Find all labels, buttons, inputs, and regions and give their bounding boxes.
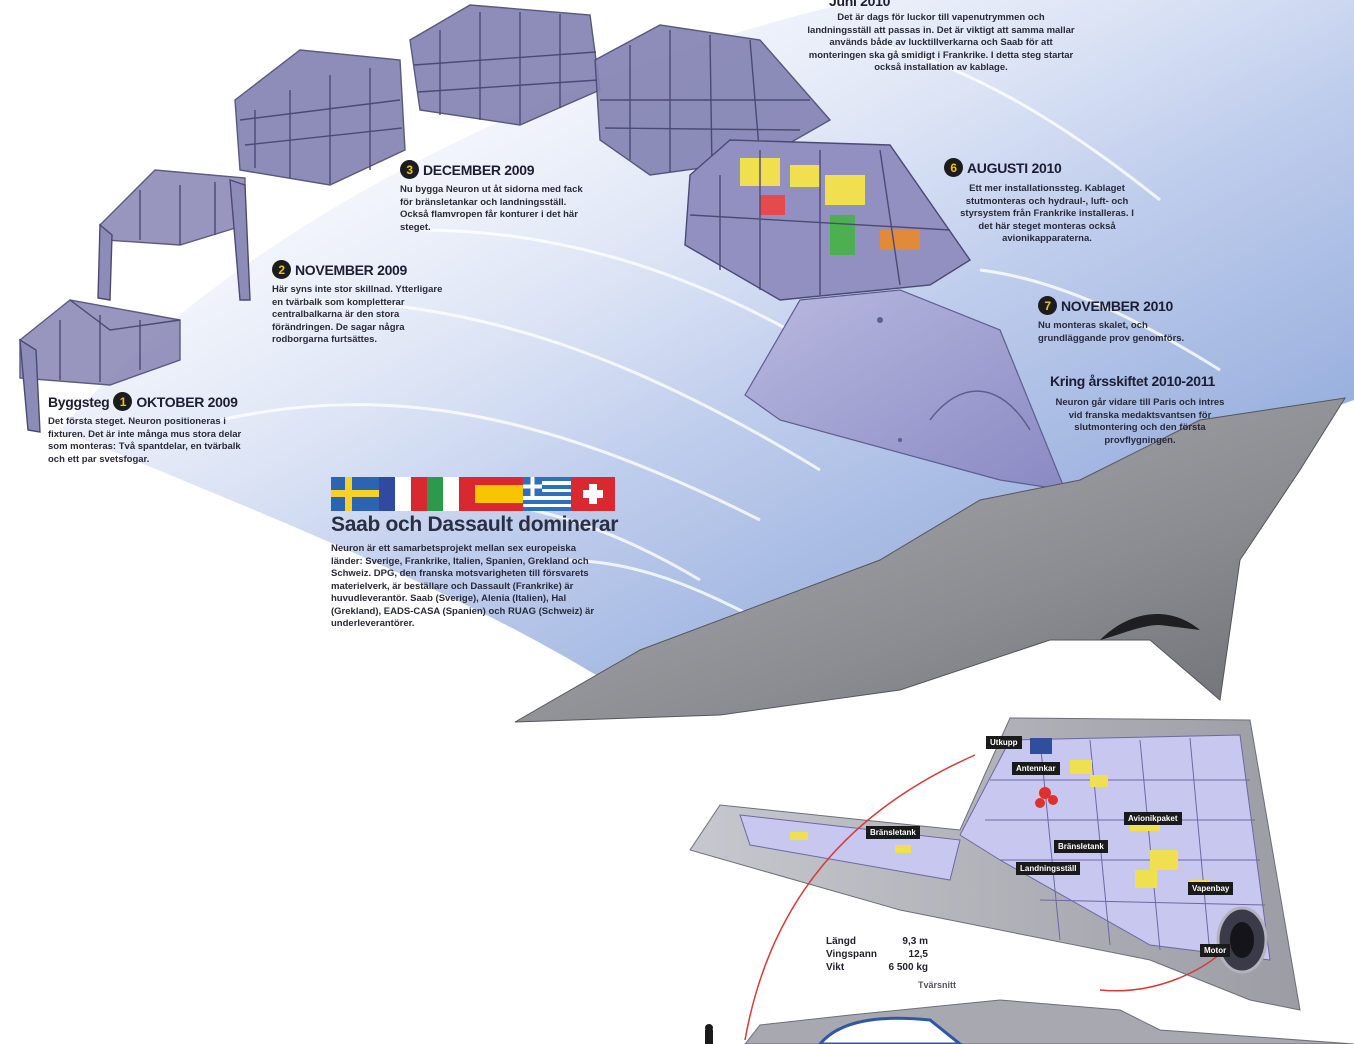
spec-row-wingspan: Vingspann 12,5 bbox=[826, 948, 928, 961]
step-5-date: Juni 2010 bbox=[829, 0, 891, 9]
step-1-date: OKTOBER 2009 bbox=[136, 393, 238, 410]
section-caption: Tvärsnitt bbox=[918, 980, 957, 990]
cutaway-label-2: Antennkar bbox=[1012, 762, 1060, 775]
cutaway-label-1: Utkupp bbox=[986, 736, 1022, 749]
step-2-date: NOVEMBER 2009 bbox=[295, 261, 408, 278]
cutaway-label-6: Bränsletank bbox=[1054, 840, 1108, 853]
step-5-body: Det är dags för luckor till vapenutrymme… bbox=[807, 12, 1075, 73]
step-1-number: 1 bbox=[113, 392, 133, 411]
spec-wingspan-label: Vingspann bbox=[826, 949, 877, 960]
step-1-title: Byggsteg 1 OKTOBER 2009 bbox=[48, 392, 238, 411]
step-2-number: 2 bbox=[272, 260, 291, 279]
step-7-number: 7 bbox=[1038, 296, 1057, 315]
step-1-body: Det första steget. Neuron positioneras i… bbox=[48, 416, 242, 465]
spec-row-weight: Vikt 6 500 kg bbox=[826, 961, 928, 974]
flag-greece bbox=[523, 477, 571, 511]
step-7-body: Nu monteras skalet, och grundläggande pr… bbox=[1038, 320, 1185, 344]
step-6-date: AUGUSTI 2010 bbox=[967, 159, 1062, 176]
spec-weight-value: 6 500 kg bbox=[888, 962, 928, 973]
drone-cutaway bbox=[689, 717, 1301, 1011]
frame-stage-3 bbox=[234, 49, 406, 186]
cross-section bbox=[705, 999, 1354, 1044]
step-3-date: DECEMBER 2009 bbox=[423, 161, 535, 178]
step-7-title: 7 NOVEMBER 2010 bbox=[1038, 296, 1173, 315]
finale-body: Neuron går vidare till Paris och intres … bbox=[1055, 397, 1225, 446]
flag-sweden bbox=[331, 477, 379, 511]
cutaway-label-7: Vapenbay bbox=[1188, 882, 1234, 895]
step-6-body: Ett mer installationssteg. Kablaget stut… bbox=[960, 183, 1134, 244]
flag-italy bbox=[427, 477, 475, 511]
spec-row-length: Längd 9,3 m bbox=[826, 935, 928, 948]
flags-row bbox=[331, 477, 615, 511]
frame-stage-1 bbox=[19, 299, 181, 433]
cutaway-label-4: Avionikpaket bbox=[1124, 812, 1182, 825]
spec-length-label: Längd bbox=[826, 936, 856, 947]
cutaway-label-3: Bränsletank bbox=[866, 826, 920, 839]
spec-length-value: 9,3 m bbox=[902, 936, 928, 947]
finale-title: Kring årsskiftet 2010-2011 bbox=[1050, 373, 1215, 389]
step-3-number: 3 bbox=[400, 160, 419, 179]
drone-full bbox=[514, 397, 1347, 723]
cutaway-label-8: Motor bbox=[1200, 944, 1231, 957]
step-3-title: 3 DECEMBER 2009 bbox=[400, 160, 535, 179]
frame-stage-2 bbox=[97, 169, 251, 301]
step-6-title: 6 AUGUSTI 2010 bbox=[944, 158, 1062, 177]
finale-date: Kring årsskiftet 2010-2011 bbox=[1050, 373, 1215, 389]
flag-spain bbox=[475, 477, 523, 511]
dominance-body: Neuron är ett samarbetsprojekt mellan se… bbox=[331, 543, 595, 629]
step-1-prefix: Byggsteg bbox=[48, 393, 110, 410]
step-5-title: Juni 2010 bbox=[806, 0, 890, 10]
specs-table: Längd 9,3 m Vingspann 12,5 Vikt 6 500 kg bbox=[826, 935, 928, 974]
frame-stage-6 bbox=[684, 139, 971, 301]
flag-france bbox=[379, 477, 427, 511]
section-callout-line bbox=[744, 754, 976, 1041]
hull-stage-7 bbox=[744, 289, 1066, 491]
dominance-heading: Saab och Dassault dominerar bbox=[331, 513, 619, 536]
step-2-body: Här syns inte stor skillnad. Ytterligare… bbox=[272, 284, 443, 345]
frame-stage-5 bbox=[594, 24, 832, 176]
spec-weight-label: Vikt bbox=[826, 962, 845, 973]
cutaway-label-5: Landningsställ bbox=[1016, 862, 1081, 875]
step-2-title: 2 NOVEMBER 2009 bbox=[272, 260, 407, 279]
step-3-body: Nu bygga Neuron ut åt sidorna med fack f… bbox=[400, 184, 583, 233]
step-7-date: NOVEMBER 2010 bbox=[1061, 297, 1174, 314]
step-6-number: 6 bbox=[944, 158, 963, 177]
flag-switzerland bbox=[571, 477, 615, 511]
spec-wingspan-value: 12,5 bbox=[908, 949, 928, 960]
